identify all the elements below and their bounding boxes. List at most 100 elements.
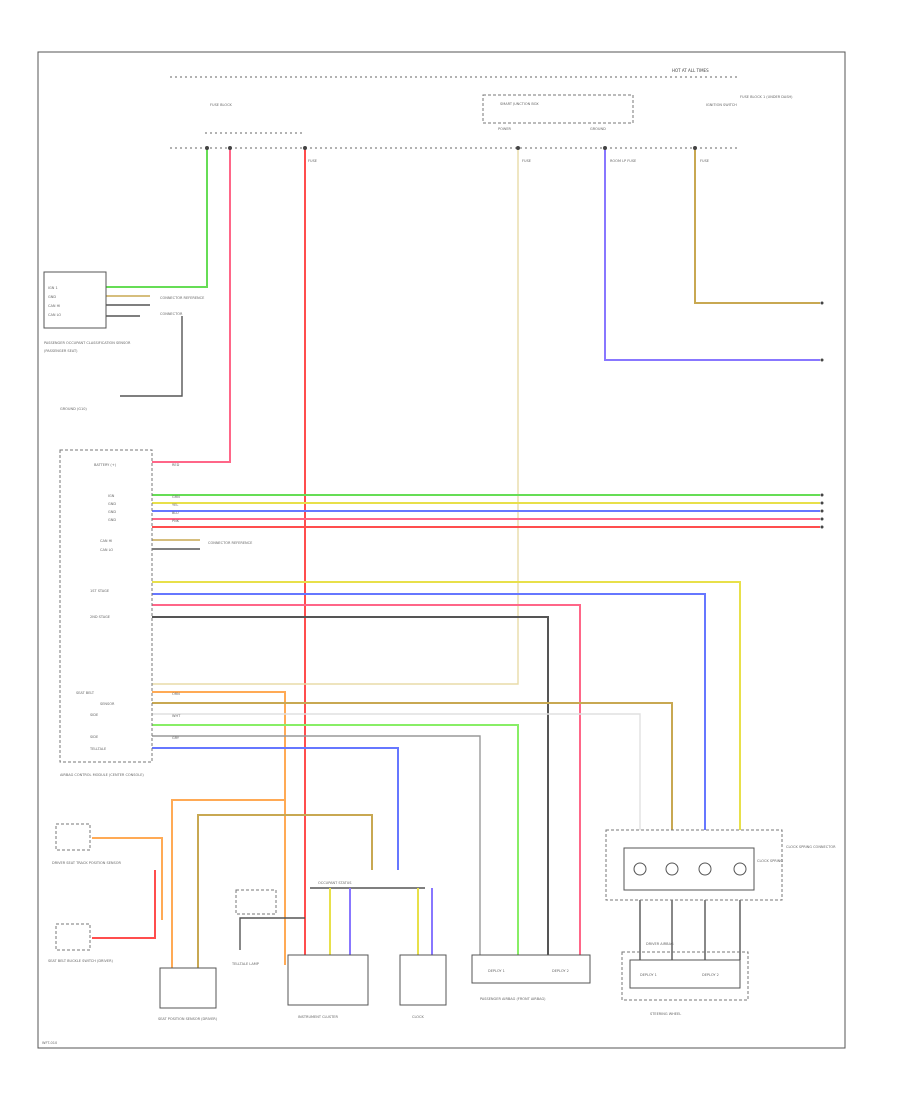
wire-pink-2nd — [152, 604, 581, 960]
svg-text:CAN HI: CAN HI — [100, 539, 112, 543]
driver-airbag-pin-0: DEPLOY 1 — [640, 973, 657, 977]
ground-label: GROUND (G10) — [60, 407, 87, 411]
svg-text:IGN: IGN — [108, 494, 115, 498]
svg-text:GND: GND — [108, 510, 116, 514]
wire-gray-side — [152, 735, 481, 960]
wire-buckle — [239, 917, 305, 950]
svg-text:2ND STAGE: 2ND STAGE — [90, 615, 110, 619]
svg-text:SIDE: SIDE — [90, 713, 98, 717]
buckle-switch-label: SEAT BELT BUCKLE SWITCH (DRIVER) — [48, 959, 114, 963]
relay-box — [482, 94, 634, 124]
passenger-pin-1: GND — [48, 295, 56, 299]
wire-blue-1st — [152, 593, 706, 830]
wire-tan-loop — [197, 814, 373, 968]
wire-white-side — [152, 713, 641, 830]
front-sensor-label: DRIVER SEAT TRACK POSITION SENSOR — [52, 861, 122, 865]
acu-pin-labels: BATTERY (+) IGN GND GND GND CAN HI CAN L… — [76, 463, 117, 751]
clock-spring-label: CLOCK SPRING — [757, 859, 783, 863]
buckle-switch-box — [55, 923, 91, 951]
hot-label: HOT AT ALL TIMES — [672, 68, 709, 73]
conn-note-1: CONNECTOR REFERENCE — [160, 296, 204, 300]
clock-spring-connector — [605, 829, 783, 901]
wire-yellow-1st — [152, 581, 741, 830]
passenger-airbag-pin-0: DEPLOY 1 — [488, 969, 505, 973]
steering-wheel-frame — [621, 951, 749, 1001]
diagram-frame — [37, 51, 846, 1049]
svg-text:BATTERY (+): BATTERY (+) — [94, 463, 117, 467]
clock-spring-terminal-4 — [733, 862, 747, 876]
svg-text:1ST STAGE: 1ST STAGE — [90, 589, 109, 593]
reference-code: WFT-010 — [42, 1041, 57, 1045]
passenger-pin-2: CAN HI — [48, 304, 60, 308]
clock-box — [399, 954, 447, 1006]
svg-text:RED: RED — [172, 463, 180, 467]
steering-wheel-label: STEERING WHEEL — [650, 1012, 681, 1016]
wire-color-labels: RED GRN YEL BLU PNK ORN GRY WHT — [172, 463, 181, 740]
svg-text:GND: GND — [108, 518, 116, 522]
driver-airbag-label: DRIVER AIRBAG — [646, 942, 674, 946]
wire-lime-side — [152, 724, 519, 960]
clock-spring — [623, 847, 755, 891]
svg-text:GRY: GRY — [172, 736, 180, 740]
wire-beige-fuse — [152, 148, 519, 685]
ign-note: IGNITION SWITCH — [706, 103, 737, 107]
wire-red-sensor — [92, 870, 156, 939]
clock-spring-terminal-1 — [633, 862, 647, 876]
passenger-airbag — [471, 954, 591, 984]
clock-spring-terminal-2 — [665, 862, 679, 876]
wire-gray-ground — [120, 316, 183, 397]
wires — [92, 148, 820, 968]
wire-blue-telltale — [152, 747, 399, 870]
seat-track-sensor-box — [55, 823, 91, 851]
relay-pin2: GROUND — [590, 127, 606, 131]
svg-text:TELLTALE: TELLTALE — [89, 747, 106, 751]
svg-text:SENSOR: SENSOR — [100, 702, 115, 706]
driver-airbag — [629, 959, 741, 989]
wire-tan-top — [694, 148, 820, 304]
passenger-sensor-name: PASSENGER OCCUPANT CLASSIFICATION SENSOR — [44, 341, 131, 345]
svg-text:GRN: GRN — [172, 495, 180, 499]
svg-text:YEL: YEL — [172, 503, 178, 507]
wire-orange-sensor — [92, 837, 163, 920]
fuse-c-label: FUSE — [522, 159, 531, 163]
fuse-block-label: FUSE BLOCK — [210, 103, 233, 107]
svg-text:SIDE: SIDE — [90, 735, 98, 739]
telltale-lamp-box — [235, 889, 277, 915]
svg-text:BLU: BLU — [172, 511, 179, 515]
fuse-e-label: FUSE — [700, 159, 709, 163]
wire-orange-seatbelt — [152, 691, 286, 965]
driver-airbag-pin-1: DEPLOY 2 — [702, 973, 719, 977]
relay-pin1: POWER — [498, 127, 512, 131]
passenger-pin-0: IGN 1 — [48, 286, 58, 290]
svg-text:WHT: WHT — [172, 714, 181, 718]
telltale-label: TELLTALE LAMP — [231, 962, 259, 966]
svg-text:SEAT BELT: SEAT BELT — [76, 691, 95, 695]
svg-text:CAN LO: CAN LO — [100, 548, 113, 552]
wire-orange-loop — [171, 799, 285, 968]
acu-name: AIRBAG CONTROL MODULE (CENTER CONSOLE) — [60, 773, 144, 777]
fuse-d-label: ROOM LP FUSE — [610, 159, 636, 163]
passenger-sensor-sub: (PASSENGER SEAT) — [44, 349, 78, 353]
passenger-airbag-pin-1: DEPLOY 2 — [552, 969, 569, 973]
fuse-b-label: FUSE — [308, 159, 317, 163]
passenger-sensor — [43, 271, 107, 329]
lamp-module-label: OCCUPANT STATUS — [318, 881, 352, 885]
passenger-pin-3: CAN LO — [48, 313, 61, 317]
wire-violet — [604, 148, 820, 361]
instrument-cluster-label: INSTRUMENT CLUSTER — [298, 1015, 338, 1019]
right-terminals — [820, 301, 824, 529]
wire-pink-fuse — [152, 148, 231, 463]
clock-spring-right-label: CLOCK SPRING CONNECTOR — [786, 845, 836, 849]
passenger-airbag-label: PASSENGER AIRBAG (FRONT AIRBAG) — [480, 997, 546, 1001]
right-note: FUSE BLOCK 1 (UNDER DASH) — [740, 95, 793, 99]
airbag-control-module — [59, 449, 153, 763]
svg-text:ORN: ORN — [172, 692, 180, 696]
wire-green-ign — [106, 148, 208, 288]
relay-box-label: SMART JUNCTION BOX — [500, 102, 539, 106]
svg-text:PNK: PNK — [172, 519, 180, 523]
clock-label: CLOCK — [412, 1015, 424, 1019]
wire-gray-2nd — [152, 616, 549, 960]
seat-position-sensor — [159, 967, 217, 1009]
clock-spring-terminal-3 — [698, 862, 712, 876]
